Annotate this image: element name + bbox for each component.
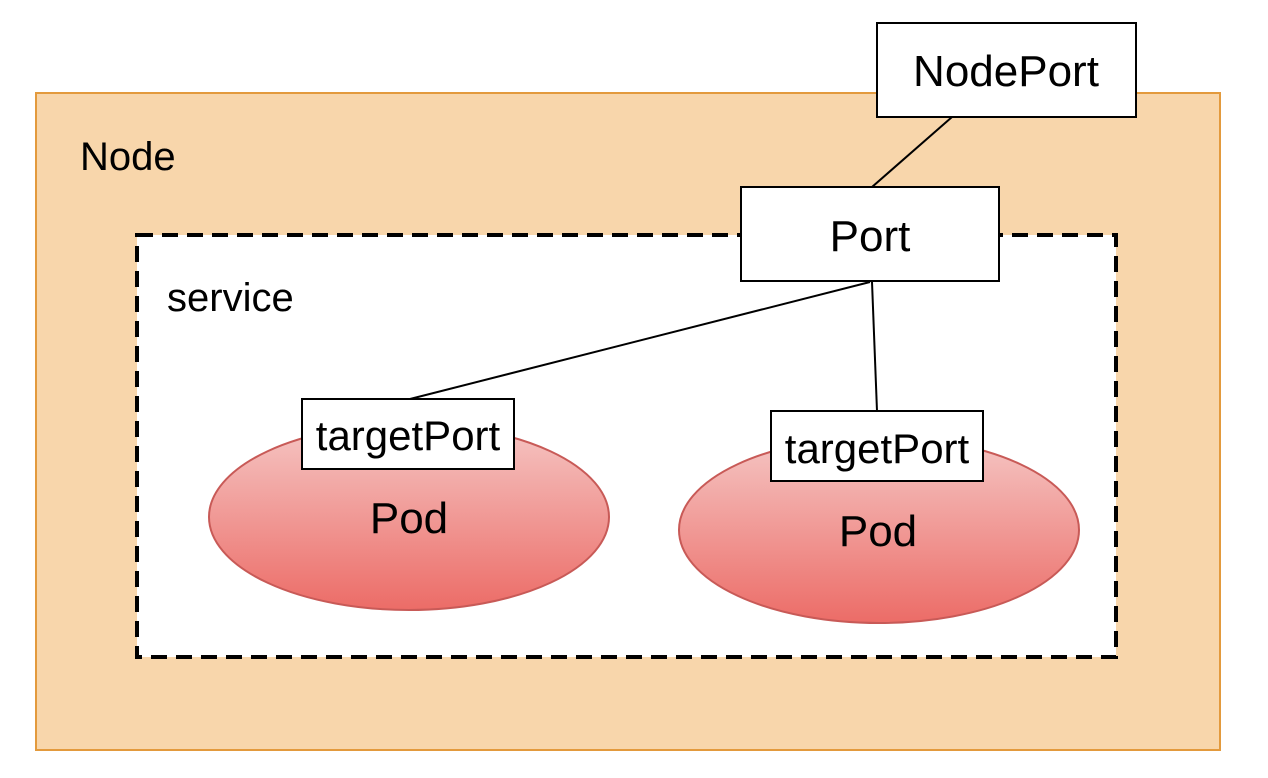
- port-box: [740, 186, 1000, 282]
- port-targetport-2-connector: [871, 281, 878, 412]
- pod-1-targetport-label: targetPort: [316, 412, 501, 459]
- pod-1-label: Pod: [370, 494, 448, 543]
- pod-2-targetport-box: [770, 410, 984, 482]
- pod-1: Pod targetPort: [208, 398, 610, 611]
- pod-2: Pod targetPort: [678, 410, 1080, 624]
- nodeport-box: [876, 22, 1137, 118]
- pod-2-targetport-label: targetPort: [785, 425, 970, 472]
- pod-2-label: Pod: [839, 507, 917, 556]
- service-label: service: [167, 276, 294, 320]
- port-targetport-1-connector: [409, 281, 871, 400]
- nodeport-label: NodePort: [913, 47, 1099, 96]
- node-label: Node: [80, 135, 176, 179]
- nodeport-port-connector: [871, 116, 953, 188]
- pod-1-targetport-box: [301, 398, 515, 470]
- port-label: Port: [830, 212, 911, 261]
